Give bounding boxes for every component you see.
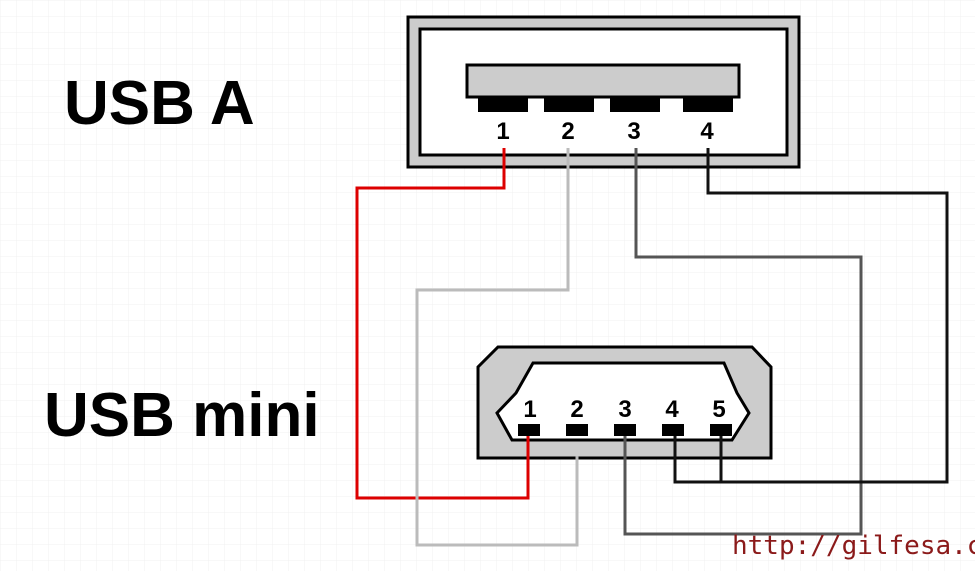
usb-a-tongue bbox=[465, 63, 741, 99]
usb-mini-contact-3 bbox=[614, 424, 636, 436]
usb-a-contact-1 bbox=[478, 96, 528, 112]
usb-mini-pin-label-1: 1 bbox=[523, 396, 536, 423]
usb-a-pin-label-4: 4 bbox=[700, 118, 714, 145]
usb-mini-contact-4 bbox=[662, 424, 684, 436]
usb-a-connector: 1 2 3 4 bbox=[406, 15, 801, 169]
usb-a-contact-4 bbox=[683, 96, 733, 112]
wire-pin-3 bbox=[623, 148, 863, 536]
usb-a-contact-3 bbox=[610, 96, 660, 112]
usb-mini-contact-2 bbox=[566, 424, 588, 436]
source-url: http://gilfesa.com bbox=[732, 531, 975, 561]
usb-mini-pin-label-4: 4 bbox=[665, 396, 679, 423]
usb-a-pin-label-1: 1 bbox=[496, 118, 509, 145]
usb-mini-connector: 1 2 3 4 5 bbox=[476, 345, 773, 460]
usb-mini-pin-label-5: 5 bbox=[712, 396, 725, 423]
usb-mini-inner-shell bbox=[495, 361, 751, 442]
usb-mini-contact-5 bbox=[710, 424, 732, 436]
usb-mini-pin-label-3: 3 bbox=[618, 396, 631, 423]
usb-a-title: USB A bbox=[64, 69, 255, 138]
usb-a-pin-label-2: 2 bbox=[561, 118, 574, 145]
usb-a-pin-label-3: 3 bbox=[627, 118, 640, 145]
wire-pin-4 bbox=[673, 148, 949, 484]
usb-mini-title: USB mini bbox=[44, 381, 320, 450]
wire-pin-1 bbox=[355, 148, 530, 500]
usb-mini-contact-1 bbox=[518, 424, 540, 436]
usb-mini-pin-label-2: 2 bbox=[570, 396, 583, 423]
wire-pin-2 bbox=[415, 148, 579, 547]
usb-a-contact-2 bbox=[544, 96, 594, 112]
